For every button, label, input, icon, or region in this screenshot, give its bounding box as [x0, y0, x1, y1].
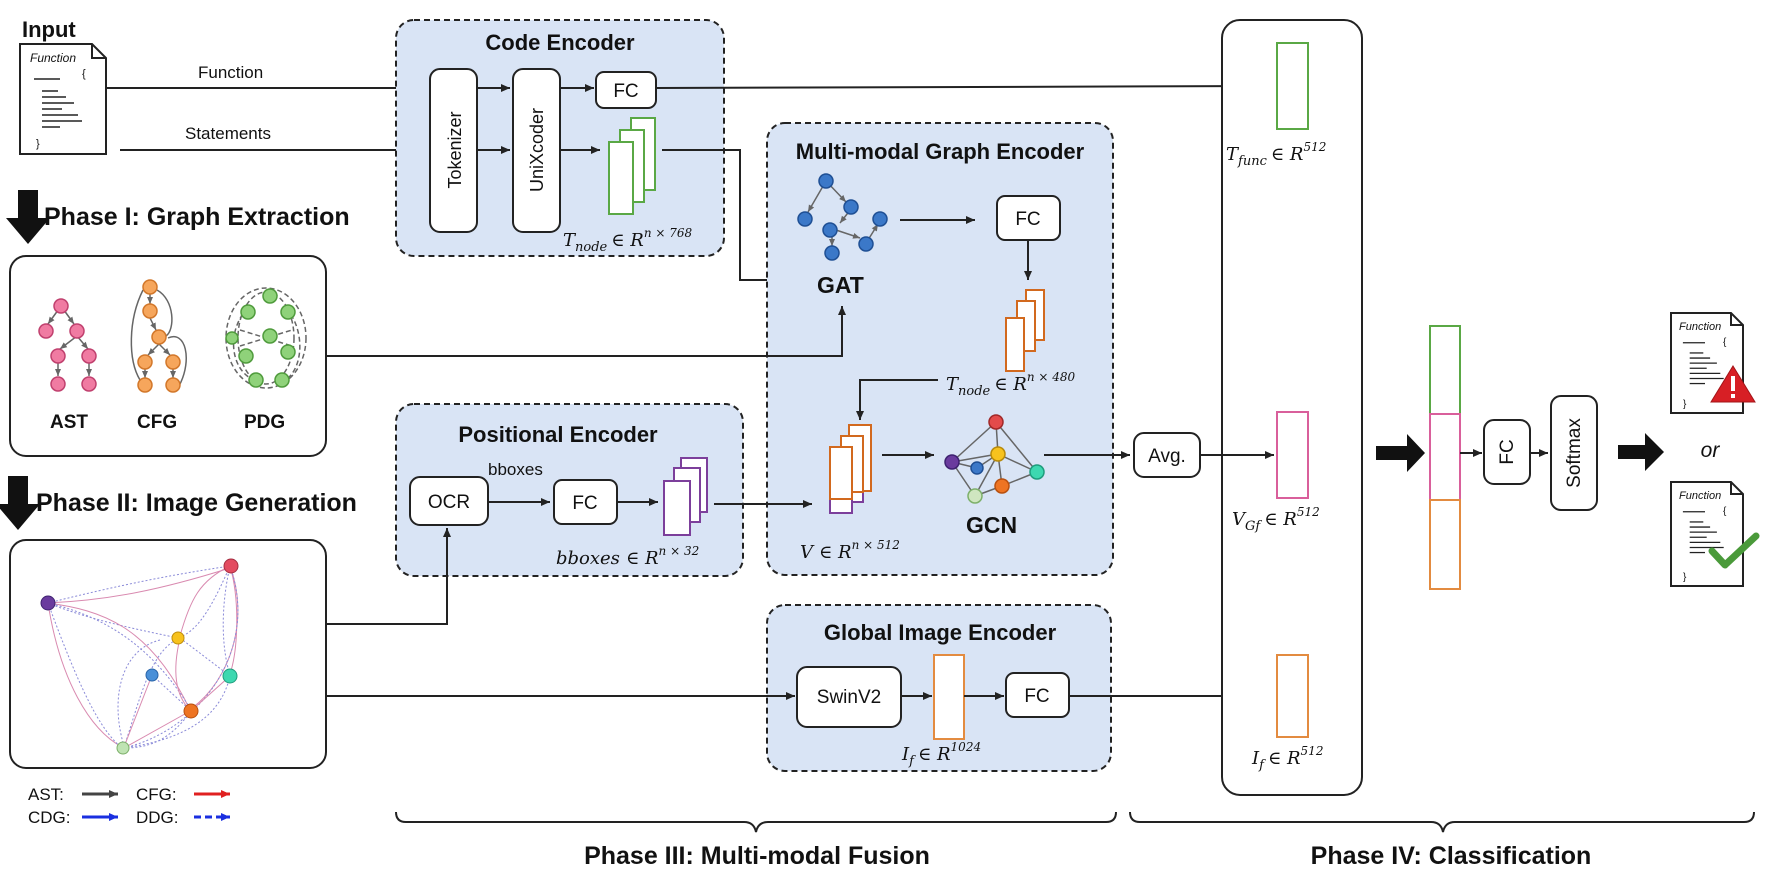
multimodal-graph-encoder-panel: [766, 122, 1114, 576]
code-encoder-fc-label: FC: [613, 81, 638, 102]
legend-cdg-label: CDG:: [28, 808, 71, 827]
ast-nodes: [38, 298, 97, 392]
warning-icon: [1710, 365, 1756, 403]
input-doc-label: Function: [30, 51, 76, 65]
t-node-480-to-v-arrow: [856, 379, 938, 420]
phase1-arrow-head: [6, 218, 50, 244]
input-title: Input: [22, 17, 76, 42]
vulnerable-doc-label: Function: [1679, 321, 1721, 333]
gat-label: GAT: [817, 272, 864, 298]
fc-to-t-func-arrow: [655, 82, 1275, 91]
generated-graph-image: [47, 565, 239, 749]
legend-cfg-label: CFG:: [136, 785, 177, 804]
swinv2-label: SwinV2: [817, 687, 881, 708]
if-512-label: If∈ R512: [1251, 744, 1323, 773]
if-512-feature: [1276, 654, 1309, 738]
v-feature-stack: [829, 424, 872, 514]
image-encoder-fc-label: FC: [1024, 686, 1049, 707]
phase1-title: Phase I: Graph Extraction: [44, 203, 350, 231]
bboxes-dim-label: bboxes∈ Rn × 32: [556, 544, 699, 569]
phase3-title: Phase III: Multi-modal Fusion: [584, 842, 930, 870]
graph-encoder-fc-label: FC: [1015, 209, 1040, 230]
statements-arrow-label: Statements: [185, 124, 271, 143]
t-node-480-label: Tnode∈ Rn × 480: [946, 370, 1076, 399]
safe-doc-label: Function: [1679, 490, 1721, 502]
v-label: V∈ Rn × 512: [800, 538, 900, 563]
softmax-block: [1550, 395, 1598, 511]
function-arrow-label: Function: [198, 63, 263, 82]
phase1-arrow-shaft: [18, 190, 38, 222]
output-arrow: [1618, 433, 1664, 471]
global-image-encoder-title: Global Image Encoder: [824, 620, 1057, 645]
safe-function-document: Function { }: [1670, 481, 1744, 587]
positional-encoder-fc-label: FC: [572, 493, 597, 514]
phase4-title: Phase IV: Classification: [1311, 842, 1592, 870]
softmax-label: Softmax: [1564, 418, 1585, 488]
input-function-document: Function { }: [19, 43, 107, 155]
ast-label: AST: [50, 412, 88, 433]
svg-text:}: }: [36, 138, 40, 150]
bboxes-arrow-label: bboxes: [488, 460, 543, 479]
positional-encoder-title: Positional Encoder: [458, 422, 658, 447]
concat-arrow: [1376, 434, 1425, 472]
gcn-graph-nodes: [944, 414, 1045, 504]
pdg-label: PDG: [244, 412, 285, 433]
concat-if-segment: [1429, 499, 1461, 590]
legend-ddg-label: DDG:: [136, 808, 179, 827]
phase2-title: Phase II: Image Generation: [36, 489, 357, 517]
feature-column-box: [1221, 19, 1363, 796]
ocr-label: OCR: [428, 492, 470, 513]
svg-text:}: }: [1683, 572, 1687, 583]
tokenizer-label: Tokenizer: [445, 111, 465, 188]
avg-label: Avg.: [1148, 446, 1186, 467]
t-func-feature: [1276, 42, 1309, 130]
t-node-768-feature-stack: [608, 117, 656, 215]
pdg-nodes: [225, 288, 296, 388]
svg-text:{: {: [1723, 337, 1727, 348]
svg-text:{: {: [1723, 506, 1727, 517]
v-gf-feature: [1276, 411, 1309, 499]
concat-t-func-segment: [1429, 325, 1461, 415]
legend-ast-label: AST:: [28, 785, 64, 804]
phase3-brace: [395, 811, 1117, 833]
code-encoder-title: Code Encoder: [485, 30, 635, 55]
gat-graph-nodes: [797, 173, 888, 261]
svg-text:}: }: [1683, 399, 1687, 410]
gcn-label: GCN: [966, 512, 1017, 538]
cfg-label: CFG: [137, 412, 177, 433]
if-1024-label: If∈ R1024: [901, 740, 981, 769]
t-node-768-label: Tnode∈ Rn × 768: [563, 226, 693, 255]
image-to-ocr-arrow: [326, 528, 451, 625]
t-func-label: Tfunc∈ R512: [1226, 140, 1326, 169]
graph-encoder-title: Multi-modal Graph Encoder: [796, 139, 1085, 164]
cfg-graph: [130, 289, 187, 385]
concat-v-gf-segment: [1429, 413, 1461, 501]
image-generation-box: [9, 539, 327, 769]
checkmark-icon: [1708, 532, 1760, 569]
phase2-arrow-head: [0, 504, 40, 530]
unixcoder-label: UniXcoder: [527, 108, 547, 192]
phase4-brace: [1129, 811, 1755, 833]
bboxes-feature-stack: [663, 457, 708, 536]
v-gf-label: VGf∈ R512: [1232, 505, 1320, 534]
svg-text:{: {: [82, 68, 86, 80]
t-node-480-feature-stack: [1005, 289, 1045, 372]
or-label: or: [1701, 439, 1721, 462]
graphs-to-gat-arrow: [326, 306, 846, 357]
phase2-arrow-shaft: [8, 476, 28, 508]
if-1024-feature: [933, 654, 965, 740]
generated-graph-nodes: [40, 558, 239, 755]
classifier-fc-label: FC: [1497, 439, 1518, 464]
cfg-nodes: [137, 279, 181, 393]
code-encoder-fc-block: [595, 71, 657, 109]
